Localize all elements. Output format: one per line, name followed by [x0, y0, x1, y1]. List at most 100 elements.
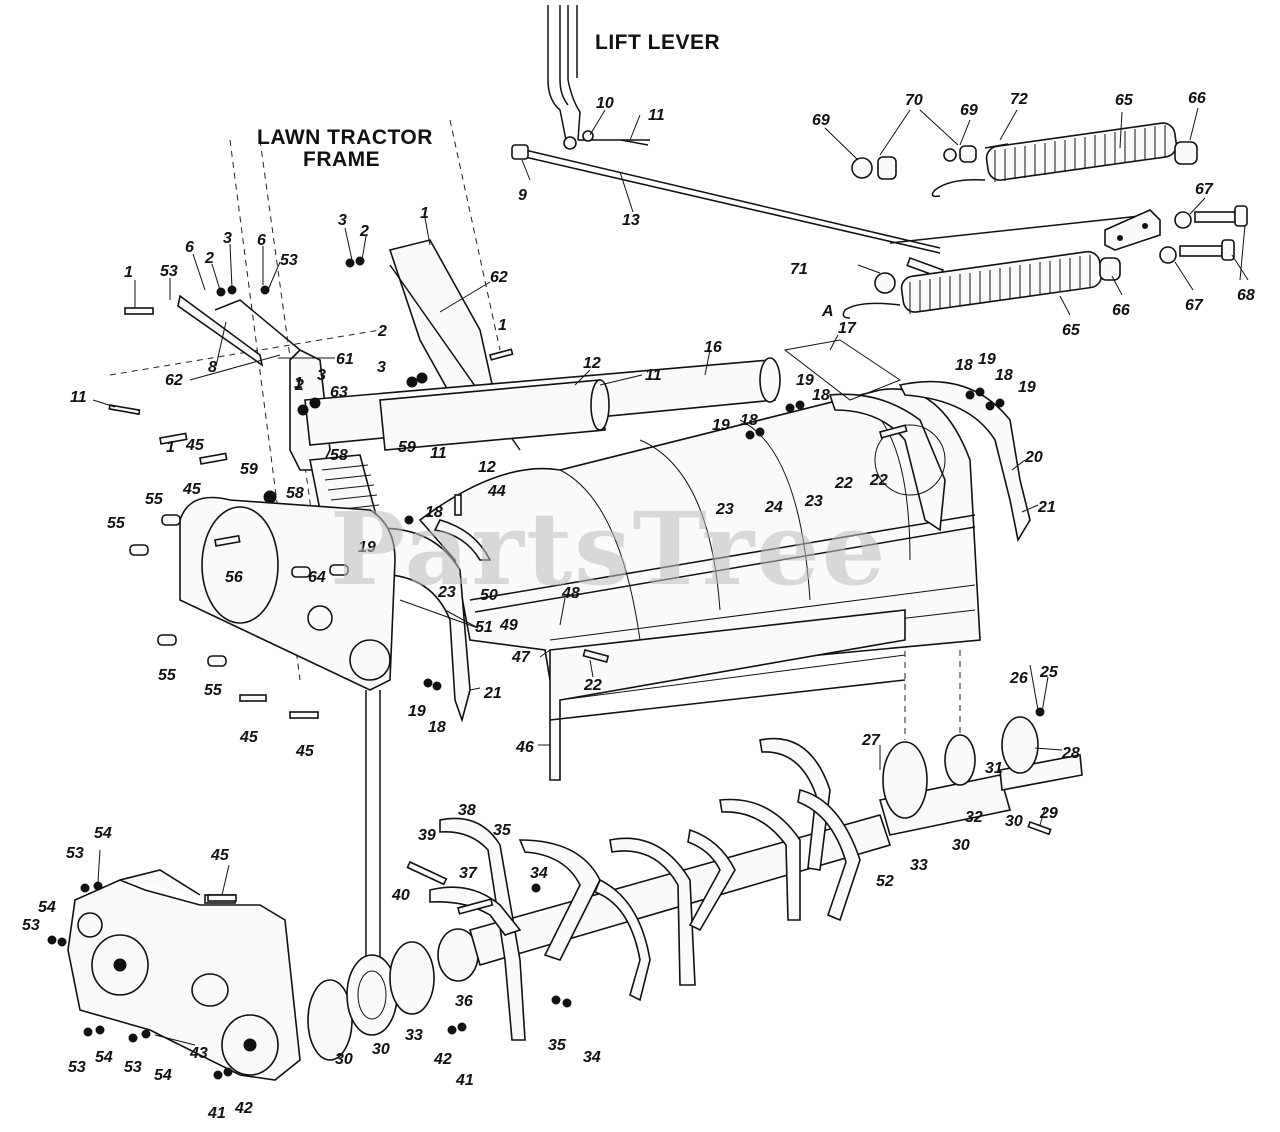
callout-c90: 25	[1039, 664, 1059, 681]
callout-c29: 62	[165, 372, 183, 389]
watermark: PartsTree	[330, 490, 888, 608]
callout-c61: 49	[499, 617, 518, 634]
hardware-bolts	[47, 256, 1052, 1080]
callout-c57: 19	[358, 539, 376, 556]
callout-c15: 65	[1062, 322, 1081, 339]
callout-c62: 51	[475, 619, 493, 636]
callout-c105: 40	[391, 887, 410, 904]
callout-c10: 66	[1188, 90, 1206, 107]
callout-c54: 55	[107, 515, 126, 532]
callout-c104: 37	[459, 865, 478, 882]
callout-c75: 19	[978, 351, 996, 368]
callout-c19: 1	[420, 205, 429, 222]
callout-c70: 48	[561, 585, 580, 602]
callout-c108: 34	[583, 1049, 601, 1066]
callout-c74: 18	[955, 357, 973, 374]
lift-lever	[547, 5, 581, 150]
callout-c1: 10	[596, 95, 614, 112]
callout-c66: 45	[295, 743, 315, 760]
callout-c83: 21	[1037, 499, 1056, 516]
side-plate	[179, 496, 396, 1000]
spring-bracket	[1104, 209, 1161, 251]
callout-c25: 3	[223, 230, 232, 247]
callout-c28: 8	[208, 359, 217, 376]
callout-c96: 29	[1039, 805, 1058, 822]
callout-c65: 45	[239, 729, 259, 746]
callout-c17: 3	[338, 212, 347, 229]
lift-lever-title: LIFT LEVER	[595, 31, 721, 54]
callout-c34: 3	[317, 367, 326, 384]
callout-c99: 33	[910, 857, 928, 874]
tine-hood	[418, 388, 981, 681]
callout-c23: 6	[185, 239, 194, 256]
callout-c124: 41	[207, 1105, 226, 1122]
callout-c71: 47	[511, 649, 531, 666]
callout-c20: 62	[490, 269, 508, 286]
callout-c36: 2	[377, 323, 387, 340]
callout-c117: 54	[38, 899, 56, 916]
callout-c7: 69	[812, 112, 830, 129]
callout-c9: 65	[1115, 92, 1134, 109]
callout-c109: 42	[433, 1051, 452, 1068]
tube-shaft	[304, 357, 781, 536]
callout-c44: 12	[478, 459, 496, 476]
callout-c81: 19	[712, 417, 730, 434]
callout-c24: 2	[204, 250, 214, 267]
callout-c111: 33	[405, 1027, 423, 1044]
callout-c86: 23	[804, 493, 823, 510]
callout-c77: 19	[1018, 379, 1036, 396]
callout-c38: 1	[498, 317, 507, 334]
callout-c16: 71	[790, 261, 808, 278]
callout-c93: 31	[985, 760, 1003, 777]
callout-c120: 54	[95, 1049, 113, 1066]
callout-c33: 2	[294, 377, 304, 394]
callout-c49: 59	[240, 461, 258, 478]
lower-spring	[842, 250, 1121, 319]
callout-c85: 22	[834, 475, 853, 492]
callout-c118: 53	[22, 917, 40, 934]
callout-c21: 1	[124, 264, 133, 281]
callout-c13: 67	[1185, 297, 1204, 314]
callout-c121: 53	[124, 1059, 142, 1076]
callout-c32: 1	[294, 375, 303, 392]
callout-c48: 1	[166, 439, 175, 456]
callout-c122: 54	[154, 1067, 172, 1084]
callout-c97: 30	[952, 837, 970, 854]
chain-case	[67, 869, 301, 1081]
callout-c2: 11	[648, 107, 665, 124]
callout-c102: 35	[493, 822, 512, 839]
callout-c110: 41	[455, 1072, 474, 1089]
point-a-label: A	[821, 303, 834, 320]
callout-c112: 30	[372, 1041, 390, 1058]
callout-c84: 22	[869, 472, 888, 489]
callout-c63: 55	[158, 667, 177, 684]
callout-c79: 18	[812, 387, 830, 404]
callout-c43: 11	[430, 445, 447, 462]
callout-c52: 55	[145, 491, 164, 508]
callout-c116: 53	[66, 845, 84, 862]
callout-c22: 53	[160, 263, 178, 280]
callout-c125: 42	[234, 1100, 253, 1117]
callout-c76: 18	[995, 367, 1013, 384]
callout-c100: 38	[458, 802, 476, 819]
callout-c41: 16	[704, 339, 722, 356]
callout-c82: 20	[1024, 449, 1043, 466]
lawn-tractor-frame-title-line1: LAWN TRACTOR	[257, 126, 433, 149]
callout-c103: 34	[530, 865, 548, 882]
callout-c30: 61	[336, 351, 354, 368]
callout-c6: 69	[960, 102, 978, 119]
callout-c11: 67	[1195, 181, 1214, 198]
callout-c42: 17	[838, 320, 857, 337]
callout-c40: 11	[645, 367, 662, 384]
callout-c26: 6	[257, 232, 266, 249]
callout-c113: 30	[335, 1051, 353, 1068]
callout-c89: 26	[1009, 670, 1028, 687]
callout-c45: 59	[398, 439, 416, 456]
callout-c72: 22	[583, 677, 602, 694]
callout-c119: 53	[68, 1059, 86, 1076]
callout-c73: 46	[515, 739, 534, 756]
callout-c8: 72	[1010, 91, 1028, 108]
callout-c27: 53	[280, 252, 298, 269]
callout-c53: 45	[182, 481, 202, 498]
